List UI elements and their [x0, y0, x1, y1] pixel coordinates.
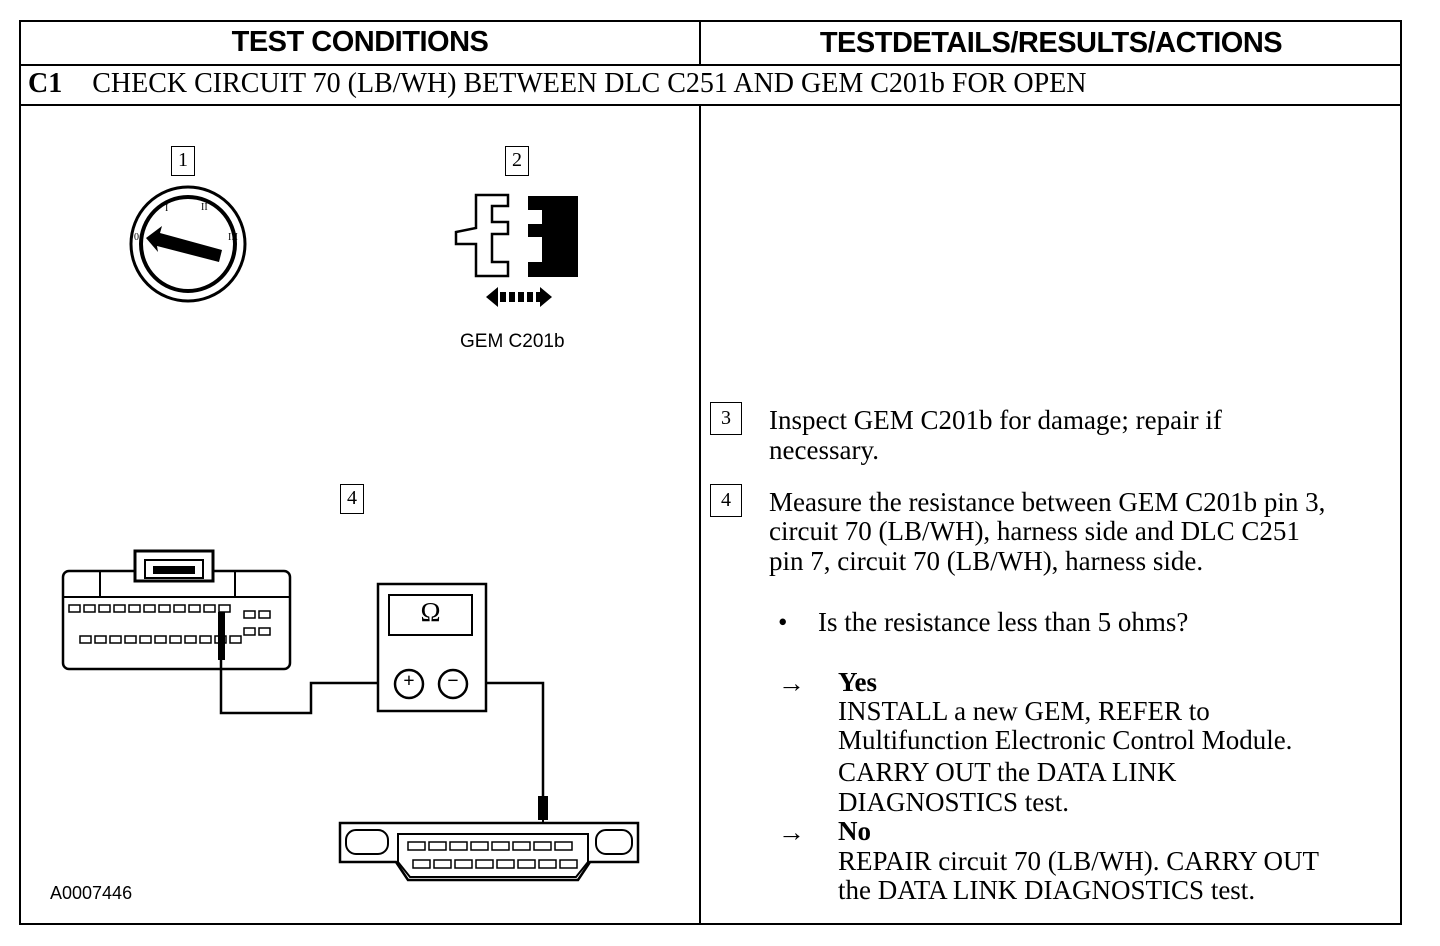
- yes-line1: INSTALL a new GEM, REFER to: [838, 696, 1210, 726]
- dlc-c251-connector-icon: [338, 821, 640, 882]
- step-title-text: CHECK CIRCUIT 70 (LB/WH) BETWEEN DLC C25…: [92, 68, 1087, 99]
- yes-line4: DIAGNOSTICS test.: [838, 787, 1070, 817]
- svg-text:III: III: [228, 232, 238, 243]
- test-lead-wires: [219, 660, 545, 800]
- step4-line3: pin 7, circuit 70 (LB/WH), harness side.: [769, 546, 1204, 576]
- bullet-icon: •: [778, 607, 788, 637]
- yes-label: Yes: [838, 667, 877, 697]
- gem-connector-label: GEM C201b: [460, 331, 565, 352]
- step-id: C1: [28, 68, 63, 99]
- yes-line2: Multifunction Electronic Control Module.: [838, 725, 1293, 755]
- header-column-divider: [699, 20, 701, 66]
- no-label: No: [838, 816, 871, 846]
- gem-c201b-harness-connector-icon: [61, 549, 292, 671]
- meter-minus-terminal: −: [447, 670, 459, 692]
- body-column-divider: [699, 104, 701, 925]
- callout-1: 1: [171, 146, 195, 176]
- no-line2: the DATA LINK DIAGNOSTICS test.: [838, 875, 1256, 905]
- step3-number: 3: [710, 402, 742, 435]
- yes-line3: CARRY OUT the DATA LINK: [838, 757, 1177, 787]
- no-line1: REPAIR circuit 70 (LB/WH). CARRY OUT: [838, 846, 1319, 876]
- svg-text:I: I: [165, 203, 168, 214]
- header-test-details: TESTDETAILS/RESULTS/ACTIONS: [819, 27, 1283, 59]
- header-divider: [19, 64, 1402, 66]
- step3-line2: necessary.: [769, 435, 879, 465]
- step4-number: 4: [710, 484, 742, 517]
- svg-text:0: 0: [134, 232, 139, 243]
- step3-line1: Inspect GEM C201b for damage; repair if: [769, 405, 1222, 435]
- step4-line2: circuit 70 (LB/WH), harness side and DLC…: [769, 516, 1300, 546]
- no-arrow-icon: →: [778, 817, 805, 847]
- callout-4-diagram: 4: [340, 484, 364, 514]
- gem-connector-icon: [454, 193, 578, 307]
- meter-plus-terminal: +: [403, 670, 415, 692]
- callout-2: 2: [505, 146, 529, 176]
- title-divider: [19, 104, 1402, 106]
- ignition-switch-icon: 0 I II III: [129, 185, 247, 303]
- ohm-symbol: Ω: [420, 597, 441, 627]
- figure-id: A0007446: [50, 883, 133, 903]
- yes-arrow-icon: →: [778, 668, 805, 698]
- svg-text:II: II: [201, 202, 208, 213]
- step4-line1: Measure the resistance between GEM C201b…: [769, 487, 1326, 517]
- step-title: C1 CHECK CIRCUIT 70 (LB/WH) BETWEEN DLC C…: [28, 68, 1087, 100]
- ohmmeter-icon: [376, 582, 488, 713]
- test-table: [19, 20, 1402, 925]
- header-test-conditions: TEST CONDITIONS: [231, 26, 489, 58]
- question-text: Is the resistance less than 5 ohms?: [818, 607, 1189, 637]
